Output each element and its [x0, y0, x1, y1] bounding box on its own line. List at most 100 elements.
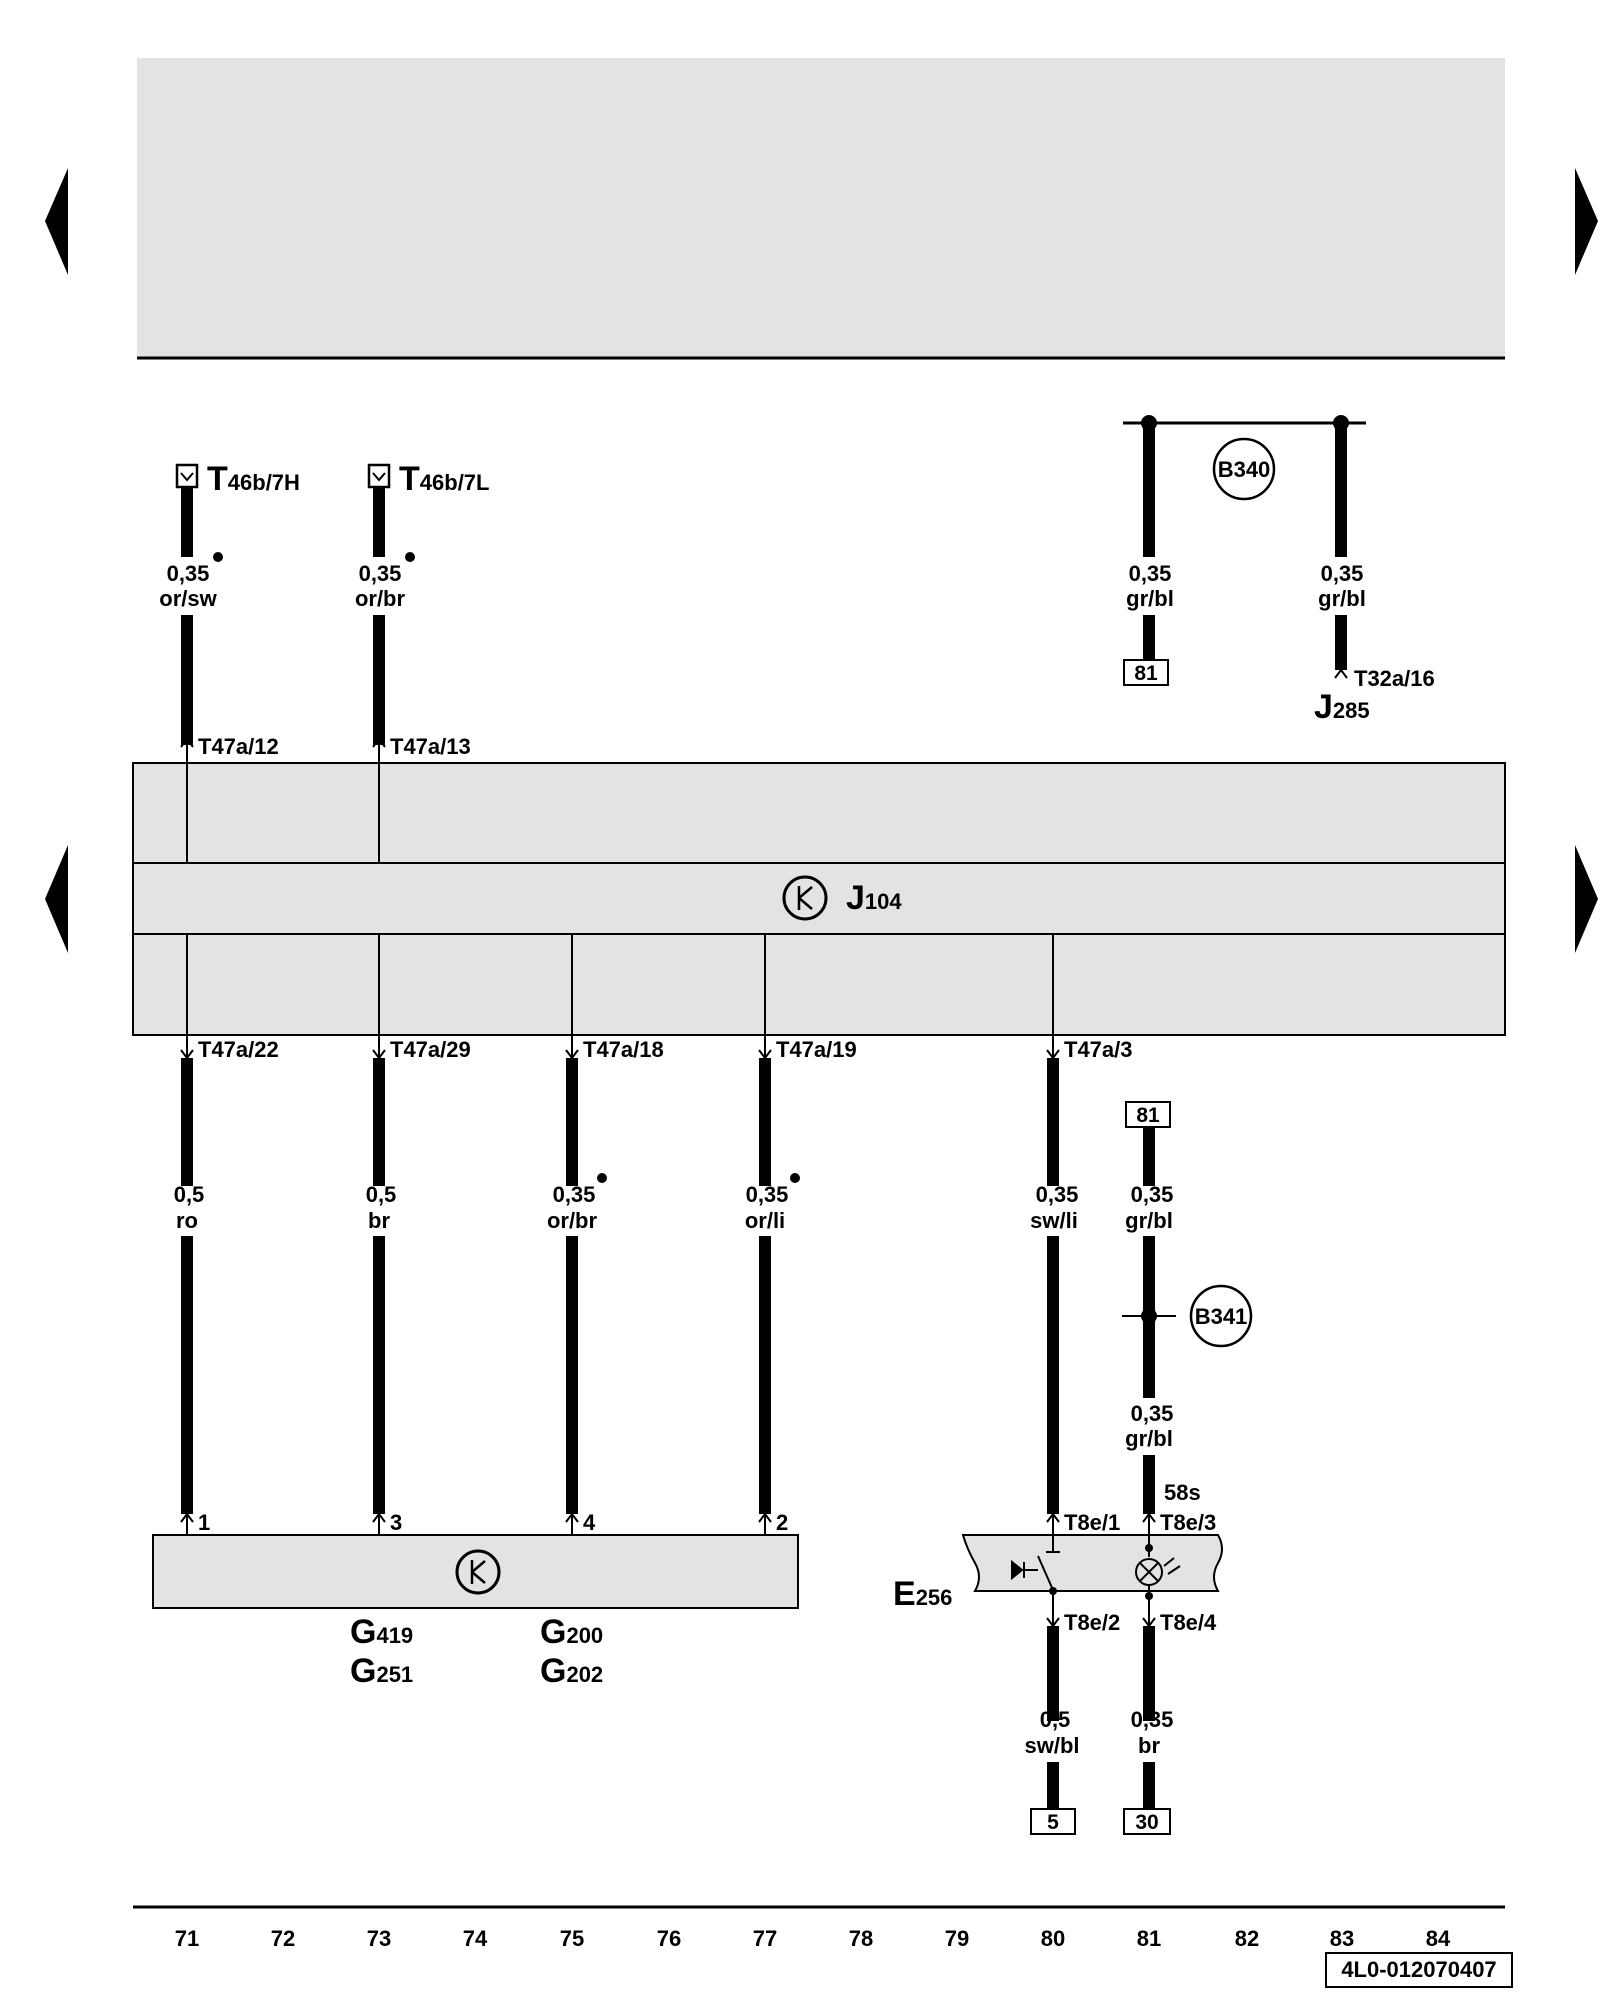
column-number-71: 71: [175, 1926, 199, 1951]
pin-58s: 58s: [1164, 1480, 1201, 1505]
wire-br-upper: [373, 1058, 385, 1186]
pin-t8e-2: T8e/2: [1064, 1610, 1120, 1635]
wire-br-bottom-size: 0,35: [1131, 1707, 1174, 1732]
column-number-84: 84: [1426, 1926, 1451, 1951]
wire-or-br-top-color: or/br: [355, 586, 406, 611]
pin-g-3: 3: [390, 1510, 402, 1535]
wire-sw-bl-color: sw/bl: [1024, 1733, 1079, 1758]
wire-sw-li-color: sw/li: [1030, 1208, 1078, 1233]
splice-b340-circle: [1212, 437, 1276, 501]
prev-page-arrow-icon[interactable]: [45, 168, 68, 275]
wire-sw-bl-lower: [1047, 1762, 1059, 1809]
pin-g-1: 1: [198, 1510, 210, 1535]
pin-g-2: 2: [776, 1510, 788, 1535]
j104-label: J104: [846, 879, 902, 917]
wire-gr-bl-2-size: 0,35: [1321, 561, 1364, 586]
wire-br-size: 0,5: [366, 1182, 397, 1207]
pin-arrow-icon: [1334, 668, 1348, 679]
wire-gr-bl-1-color: gr/bl: [1126, 586, 1174, 611]
wire-ro-size: 0,5: [174, 1182, 205, 1207]
component-g202-label: G202: [540, 1652, 603, 1690]
wire-or-br-bot-lower: [566, 1236, 578, 1514]
wire-gr-bl-4-size: 0,35: [1131, 1401, 1174, 1426]
ref-5: 5: [1047, 1811, 1059, 1834]
wire-gr-bl-4-lower: [1143, 1455, 1155, 1514]
doc-code: 4L0-012070407: [1341, 1957, 1496, 1982]
j104-main-band: [132, 862, 1506, 935]
column-number-72: 72: [271, 1926, 295, 1951]
pin-t47a-3: T47a/3: [1064, 1037, 1133, 1062]
wire-sw-bl-upper: [1047, 1626, 1059, 1721]
wire-twisted-dot-icon: [597, 1173, 607, 1183]
ref-81-top-box: [1123, 659, 1169, 686]
column-number-76: 76: [657, 1926, 681, 1951]
wire-ro-upper: [181, 1058, 193, 1186]
wire-twisted-dot-icon: [213, 552, 223, 562]
wire-sw-li-lower: [1047, 1236, 1059, 1514]
prev-section-arrow-icon[interactable]: [45, 845, 68, 953]
column-number-74: 74: [463, 1926, 488, 1951]
indicator-lamp-icon: [1135, 1535, 1181, 1608]
column-number-78: 78: [849, 1926, 873, 1951]
junction-dot-icon: [1145, 1592, 1153, 1600]
wire-or-li-color: or/li: [745, 1208, 785, 1233]
wire-gr-bl-3-upper: [1143, 1127, 1155, 1186]
pin-t32a-16: T32a/16: [1354, 666, 1435, 691]
wire-or-sw-upper: [181, 487, 193, 557]
component-e256-label: E256: [893, 1575, 952, 1613]
wire-gr-bl-2-lower: [1335, 615, 1347, 670]
pin-g-4: 4: [583, 1510, 596, 1535]
connector-t46b-7h-icon: [175, 463, 199, 489]
connector-t46b-7l-label: T46b/7L: [399, 460, 489, 498]
column-number-79: 79: [945, 1926, 969, 1951]
j104-lower-band: [132, 933, 1506, 1036]
next-page-arrow-icon[interactable]: [1575, 168, 1598, 275]
wire-or-br-top-upper: [373, 487, 385, 557]
ref-81-mid: 81: [1136, 1104, 1160, 1127]
column-number-83: 83: [1330, 1926, 1354, 1951]
wire-br-bottom-lower: [1143, 1762, 1155, 1809]
wire-br-bottom-upper: [1143, 1626, 1155, 1721]
wire-or-li-lower: [759, 1236, 771, 1514]
pin-t47a-12: T47a/12: [198, 734, 279, 759]
splice-b340-label: B340: [1218, 457, 1271, 482]
pin-t47a-19: T47a/19: [776, 1037, 857, 1062]
connector-t46b-7h-label: T46b/7H: [207, 460, 300, 498]
wire-br-bottom-color: br: [1138, 1733, 1160, 1758]
splice-b341-circle: [1189, 1284, 1253, 1348]
header-area: [137, 58, 1505, 358]
component-g419-label: G419: [350, 1613, 413, 1651]
wire-ro-color: ro: [176, 1208, 198, 1233]
wire-gr-bl-4-color: gr/bl: [1125, 1426, 1173, 1451]
connector-t46b-7l-icon: [367, 463, 391, 489]
wire-gr-bl-1-lower: [1143, 615, 1155, 660]
switch-pushbutton-icon: [1011, 1535, 1060, 1591]
ref-81-top: 81: [1134, 662, 1158, 685]
column-number-75: 75: [560, 1926, 584, 1951]
wire-or-br-top-lower: [373, 615, 385, 745]
wire-twisted-dot-icon: [405, 552, 415, 562]
j104-electronic-symbol-icon: [797, 886, 813, 910]
doc-code-box: [1325, 1952, 1513, 1988]
pin-t47a-13: T47a/13: [390, 734, 471, 759]
wire-ro-lower: [181, 1236, 193, 1514]
wire-or-li-size: 0,35: [746, 1182, 789, 1207]
j104-electronic-icon: [782, 875, 828, 921]
wire-gr-bl-3-size: 0,35: [1131, 1182, 1174, 1207]
wire-or-sw-lower: [181, 615, 193, 745]
wire-twisted-dot-icon: [790, 1173, 800, 1183]
wire-sw-li-size: 0,35: [1036, 1182, 1079, 1207]
wire-gr-bl-3-color: gr/bl: [1125, 1208, 1173, 1233]
ref-5-box: [1030, 1808, 1076, 1835]
pin-t8e-1: T8e/1: [1064, 1510, 1120, 1535]
pin-t47a-29: T47a/29: [390, 1037, 471, 1062]
column-number-77: 77: [753, 1926, 777, 1951]
column-number-82: 82: [1235, 1926, 1259, 1951]
next-section-arrow-icon[interactable]: [1575, 845, 1598, 953]
component-g200-label: G200: [540, 1613, 603, 1651]
wire-sw-bl-size: 0,5: [1040, 1707, 1071, 1732]
pin-t8e-3: T8e/3: [1160, 1510, 1216, 1535]
wire-or-br-bot-color: or/br: [547, 1208, 598, 1233]
column-number-80: 80: [1041, 1926, 1065, 1951]
j104-internal-lines: [186, 763, 1054, 1035]
